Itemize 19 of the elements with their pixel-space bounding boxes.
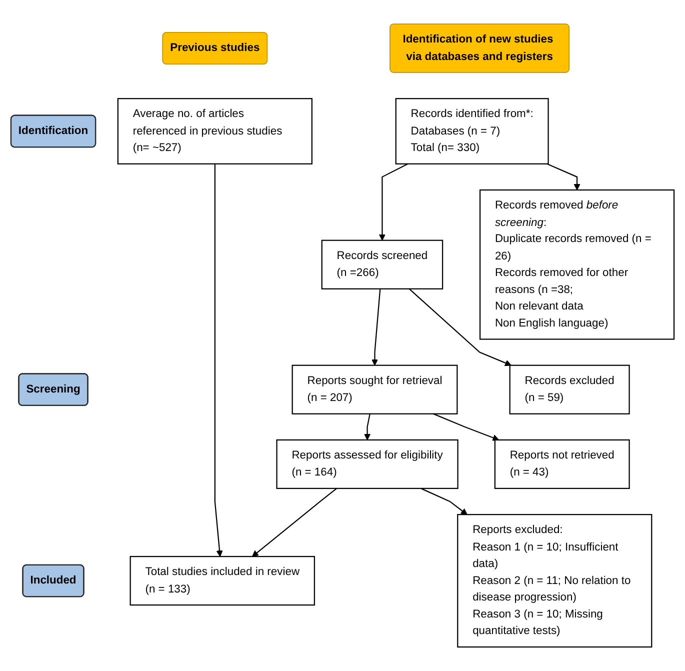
arrow — [378, 163, 408, 241]
arrow — [433, 413, 500, 441]
arrow — [214, 164, 223, 557]
node-box: Total studies included in review (n = 133) — [130, 556, 315, 606]
node-box: Average no. of articles referenced in previous studies (n= ~527) — [117, 98, 312, 164]
arrow — [364, 414, 371, 440]
arrow — [546, 163, 580, 190]
node-box: Reports not retrieved (n = 43) — [494, 439, 630, 489]
arrow — [252, 488, 338, 557]
node-box: Records screened (n =266) — [321, 240, 444, 290]
node-box: Records identified from*: Databases (n = 7) Total (n= 330) — [395, 98, 549, 164]
arrow — [371, 288, 381, 366]
arrow — [408, 288, 512, 366]
arrow — [420, 488, 468, 515]
node-box: Reports sought for retrieval (n = 207) — [292, 364, 458, 414]
node-box: Records removed before screening: Duplicate records removed (n = 26) Records removed for other reasons (n =38; Non relevant data Non English language) — [479, 189, 675, 340]
node-box: Records excluded (n = 59) — [509, 364, 630, 414]
node-box: Reports assessed for eligibility (n = 164) — [276, 439, 458, 489]
node-box: Reports excluded: Reason 1 (n = 10; Insufficient data) Reason 2 (n = 11; No relation to disease progression) Reason 3 (n = 10; Missing quantitative tests) — [457, 514, 652, 648]
